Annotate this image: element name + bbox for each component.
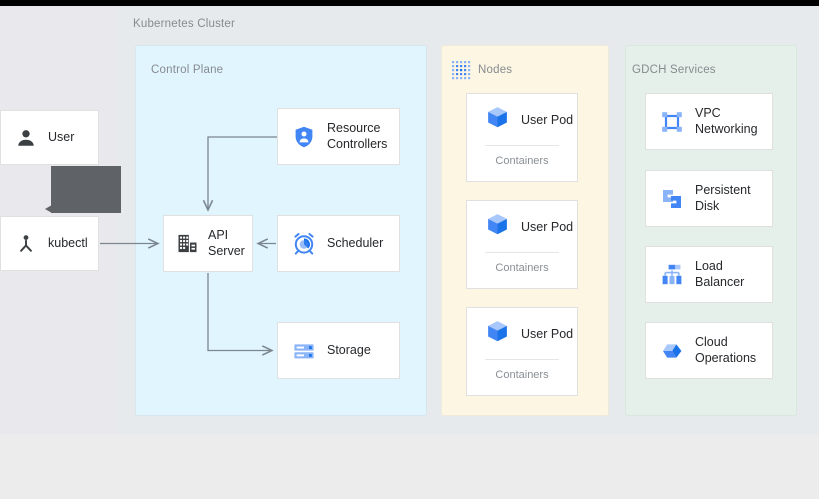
card-user-pod-sublabel: Containers [495,262,549,274]
storage-icon [292,339,316,363]
card-user-pod-label: User Pod [521,220,574,234]
shield-person-icon [292,125,316,149]
divider [485,252,559,253]
alarm-clock-icon [292,232,316,256]
card-api-server-label: API Server [208,228,245,258]
callout-tooltip [51,166,121,213]
dotted-grid-icon [451,60,471,85]
divider [485,145,559,146]
card-scheduler[interactable]: Scheduler [277,215,400,272]
card-user-label: User [48,129,75,144]
divider [485,359,559,360]
kubectl-icon [15,233,37,255]
load-balancer-icon [660,263,684,287]
panel-nodes-label: Nodes [478,64,513,76]
card-resource-controllers-label: Resource Controllers [327,121,388,151]
card-vpc-networking[interactable]: VPC Networking [645,93,773,150]
card-api-server[interactable]: API Server [163,215,253,272]
card-resource-controllers[interactable]: Resource Controllers [277,108,400,165]
panel-control-plane-label: Control Plane [151,64,224,76]
card-storage[interactable]: Storage [277,322,400,379]
card-user-pod-label: User Pod [521,113,574,127]
bottom-background [0,434,819,499]
cluster-title: Kubernetes Cluster [133,18,236,30]
callout-tooltip-tip [45,205,52,213]
card-user-pod[interactable]: User Pod Containers [466,93,578,182]
cloud-operations-icon [660,339,684,363]
vpc-networking-icon [660,110,684,134]
cube-icon [485,212,510,242]
top-black-bar [0,0,819,6]
card-user-pod-sublabel: Containers [495,155,549,167]
card-user-pod-sublabel: Containers [495,369,549,381]
card-load-balancer-label: Load Balancer [695,259,745,289]
card-user[interactable]: User [0,110,99,165]
card-persistent-disk-label: Persistent Disk [695,183,751,213]
cube-icon [485,319,510,349]
card-user-pod[interactable]: User Pod Containers [466,307,578,396]
card-user-pod-label: User Pod [521,327,574,341]
card-load-balancer[interactable]: Load Balancer [645,246,773,303]
card-scheduler-label: Scheduler [327,235,384,250]
cube-icon [485,105,510,135]
api-server-icon [176,232,199,255]
person-icon [15,127,37,149]
persistent-disk-icon [660,187,684,211]
card-kubectl[interactable]: kubectl [0,216,99,271]
card-user-pod[interactable]: User Pod Containers [466,200,578,289]
card-persistent-disk[interactable]: Persistent Disk [645,170,773,227]
card-cloud-operations-label: Cloud Operations [695,335,757,365]
card-vpc-networking-label: VPC Networking [695,106,758,136]
card-cloud-operations[interactable]: Cloud Operations [645,322,773,379]
panel-gdch-services-label: GDCH Services [632,64,716,76]
card-kubectl-label: kubectl [48,235,88,250]
card-storage-label: Storage [327,342,371,357]
